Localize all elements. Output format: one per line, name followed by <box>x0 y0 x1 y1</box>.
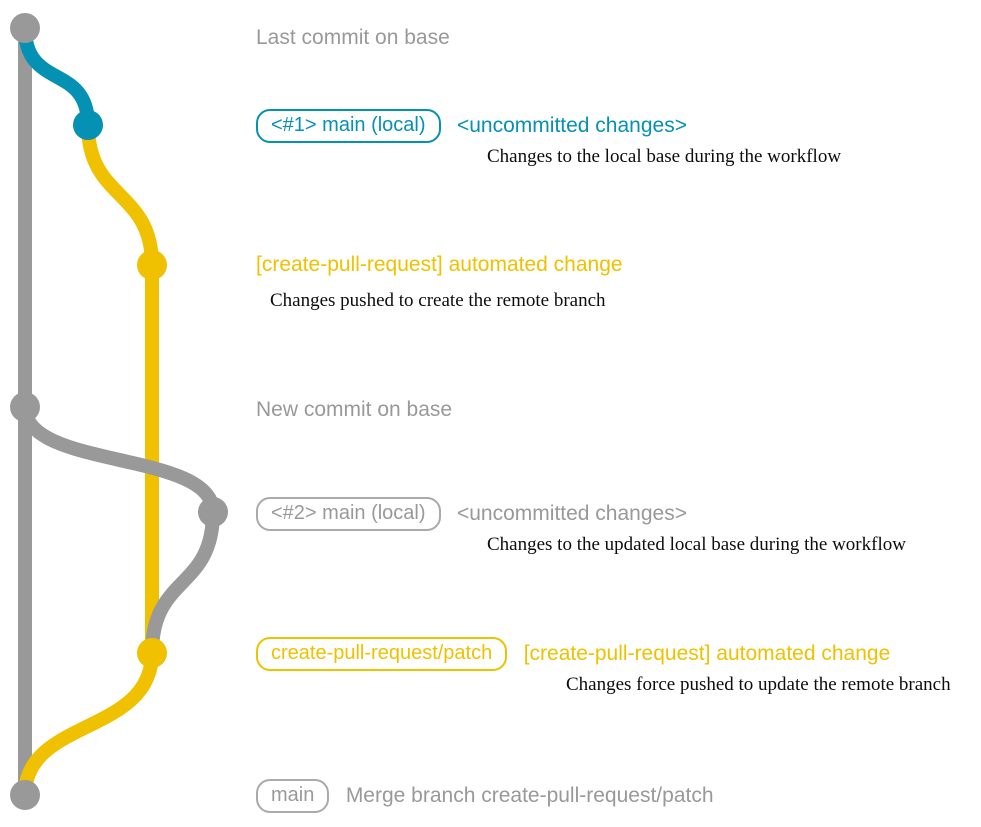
ref-badge[interactable]: <#2> main (local) <box>256 497 441 531</box>
commit-row: <#2> main (local) <uncommitted changes> <box>256 497 687 531</box>
commit-node[interactable] <box>73 110 103 140</box>
commit-node[interactable] <box>137 250 167 280</box>
commit-subject: Merge branch create-pull-request/patch <box>345 783 714 807</box>
commit-row: main Merge branch create-pull-request/pa… <box>256 779 714 813</box>
ref-badge[interactable]: <#1> main (local) <box>256 109 441 143</box>
commit-row: create-pull-request/patch [create-pull-r… <box>256 637 890 671</box>
commit-row: New commit on base <box>256 398 453 421</box>
branch-edge <box>18 400 220 519</box>
commit-row: Last commit on base <box>256 26 450 49</box>
commit-row: [create-pull-request] automated change <box>256 253 623 276</box>
branch-edge <box>18 21 95 132</box>
commit-node[interactable] <box>10 13 40 43</box>
branch-edge <box>81 118 159 272</box>
ref-badge[interactable]: create-pull-request/patch <box>256 637 508 671</box>
commit-subject: New commit on base <box>256 398 453 421</box>
branch-edge <box>145 505 220 660</box>
commit-note: Changes to the updated local base during… <box>487 534 906 555</box>
commit-note: Changes pushed to create the remote bran… <box>270 290 606 311</box>
graph-nodes <box>10 13 228 810</box>
graph-edges <box>18 21 220 802</box>
commit-node[interactable] <box>137 638 167 668</box>
commit-note: Changes to the local base during the wor… <box>487 146 842 167</box>
commit-subject: Last commit on base <box>256 26 450 49</box>
commit-node[interactable] <box>10 780 40 810</box>
commit-node[interactable] <box>10 392 40 422</box>
commit-subject: [create-pull-request] automated change <box>256 253 623 276</box>
ref-badge[interactable]: main <box>256 779 330 813</box>
branch-edge <box>18 646 159 802</box>
commit-note: Changes force pushed to update the remot… <box>566 674 951 695</box>
commit-node[interactable] <box>198 497 228 527</box>
commit-row: <#1> main (local) <uncommitted changes> <box>256 109 687 143</box>
commit-subject: <uncommitted changes> <box>456 501 687 525</box>
commit-subject: [create-pull-request] automated change <box>523 641 891 665</box>
commit-subject: <uncommitted changes> <box>456 113 687 137</box>
